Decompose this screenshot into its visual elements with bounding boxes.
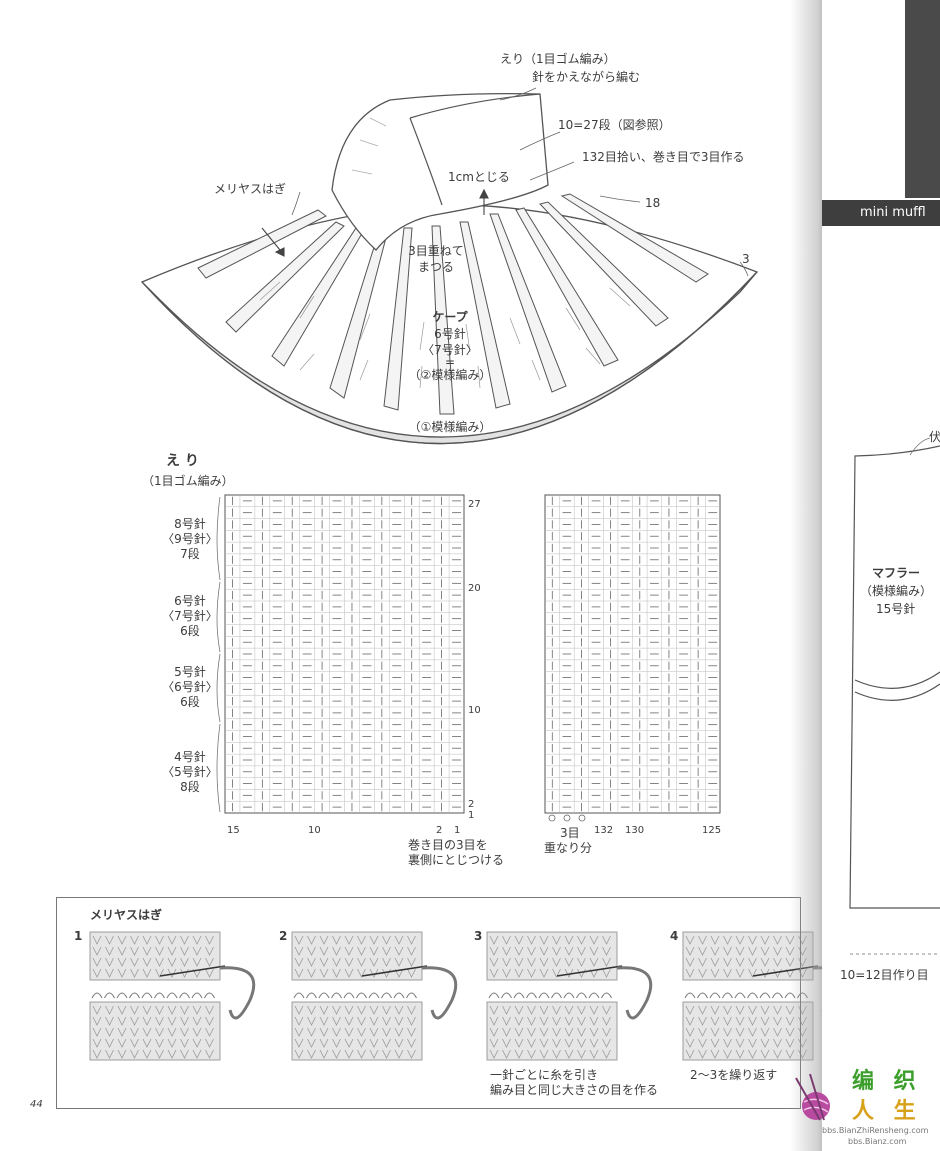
collar-chart-subtitle: （1目ゴム編み） bbox=[142, 474, 234, 488]
step-1-needle: 8号針 bbox=[174, 517, 206, 531]
watermark-url-2: bbs.Bianz.com bbox=[848, 1137, 907, 1146]
step-4-rows: 8段 bbox=[180, 780, 200, 794]
row-number-10: 10 bbox=[468, 705, 481, 716]
yarn-logo-icon bbox=[795, 1073, 830, 1121]
rows-note: 10=27段（図参照） bbox=[558, 118, 671, 132]
step-3-rows: 6段 bbox=[180, 695, 200, 709]
col-2: 2 bbox=[436, 825, 443, 836]
cape-stripes bbox=[197, 193, 709, 415]
width-18: 18 bbox=[645, 196, 661, 210]
hagi-step-3 bbox=[486, 931, 653, 1061]
col-130: 130 bbox=[625, 825, 645, 836]
one-cm-note: 1cmとじる bbox=[448, 170, 510, 184]
wrap-note-1: 巻き目の3目を bbox=[408, 838, 488, 852]
section-banner: mini muffl bbox=[822, 200, 940, 226]
collar-label: えり（1目ゴム編み） bbox=[500, 52, 616, 66]
step-2-alt: 〈7号針〉 bbox=[162, 609, 218, 623]
muffler-title: マフラー bbox=[872, 566, 921, 580]
product-photo bbox=[905, 0, 940, 198]
watermark-line-2: 人 生 bbox=[852, 1099, 922, 1124]
overlap-count: 3目 bbox=[560, 826, 580, 840]
wrap-stitch-loops bbox=[548, 814, 586, 822]
step-3-needle: 5号針 bbox=[174, 665, 206, 679]
cast-on-note: 10=12目作り目 bbox=[840, 968, 929, 982]
hagi-step-2 bbox=[291, 931, 458, 1061]
page-number: 44 bbox=[30, 1099, 43, 1110]
collar bbox=[331, 92, 549, 251]
bind-off-mark: 伏 bbox=[929, 430, 940, 444]
watermark-url-1: bbs.BianZhiRensheng.com bbox=[822, 1126, 929, 1135]
cape-needle: 6号針 bbox=[434, 327, 466, 341]
muffler-pattern: （模様編み） bbox=[860, 584, 933, 598]
col-10: 10 bbox=[308, 825, 321, 836]
cape-body bbox=[140, 204, 759, 445]
step-4-note: 2〜3を繰り返す bbox=[690, 1068, 778, 1082]
pattern-2-label: （②模様編み） bbox=[408, 368, 492, 382]
hagi-step-1 bbox=[89, 931, 256, 1061]
step-4-needle: 4号針 bbox=[174, 750, 206, 764]
collar-chart-left-grid bbox=[225, 495, 464, 813]
pattern-1-label: （①模様編み） bbox=[408, 420, 492, 434]
col-15: 15 bbox=[227, 825, 240, 836]
step-1-rows: 7段 bbox=[180, 547, 200, 561]
col-125: 125 bbox=[702, 825, 722, 836]
step-4-alt: 〈5号針〉 bbox=[162, 765, 218, 779]
step-number-3: 3 bbox=[474, 929, 483, 943]
cape-title: ケープ bbox=[432, 310, 468, 324]
collar-label-sub: 針をかえながら編む bbox=[532, 70, 641, 84]
meriyasu-hagi-label: メリヤスはぎ bbox=[214, 182, 287, 196]
muffler-needle: 15号針 bbox=[876, 602, 916, 616]
wrap-note-2: 裏側にとじつける bbox=[408, 853, 505, 867]
step-3-note-1: 一針ごとに糸を引き bbox=[490, 1068, 599, 1082]
pickup-note: 132目拾い、巻き目で3目作る bbox=[582, 150, 745, 164]
col-132: 132 bbox=[594, 825, 614, 836]
step-2-rows: 6段 bbox=[180, 624, 200, 638]
cape-equals: = bbox=[444, 355, 456, 369]
step-number-1: 1 bbox=[74, 929, 83, 943]
collar-chart-title: え り bbox=[166, 453, 199, 469]
step-2-needle: 6号針 bbox=[174, 594, 206, 608]
cape-needle-alt: 〈7号針〉 bbox=[422, 343, 478, 357]
step-number-4: 4 bbox=[670, 929, 679, 943]
collar-chart-right-grid bbox=[545, 495, 720, 813]
step-number-2: 2 bbox=[279, 929, 288, 943]
overlap-count-note: 重なり分 bbox=[544, 841, 593, 855]
row-number-20: 20 bbox=[468, 583, 481, 594]
rim-3: 3 bbox=[742, 252, 750, 266]
needle-step-brackets bbox=[216, 496, 221, 813]
step-3-note-2: 編み目と同じ大きさの目を作る bbox=[490, 1083, 659, 1097]
step-1-alt: 〈9号針〉 bbox=[162, 532, 218, 546]
meriyasu-hagi-illustrations bbox=[89, 931, 849, 1061]
overlap-note-2: まつる bbox=[417, 260, 454, 274]
step-3-alt: 〈6号針〉 bbox=[162, 680, 218, 694]
row-number-2: 2 bbox=[468, 799, 475, 810]
row-number-1: 1 bbox=[468, 810, 475, 821]
cape-hatching bbox=[259, 281, 631, 389]
instruction-title: メリヤスはぎ bbox=[90, 908, 163, 922]
overlap-note-1: 3目重ねて bbox=[408, 244, 464, 258]
row-number-27: 27 bbox=[468, 499, 481, 510]
col-1: 1 bbox=[454, 825, 461, 836]
watermark-line-1: 编 织 bbox=[852, 1069, 922, 1094]
